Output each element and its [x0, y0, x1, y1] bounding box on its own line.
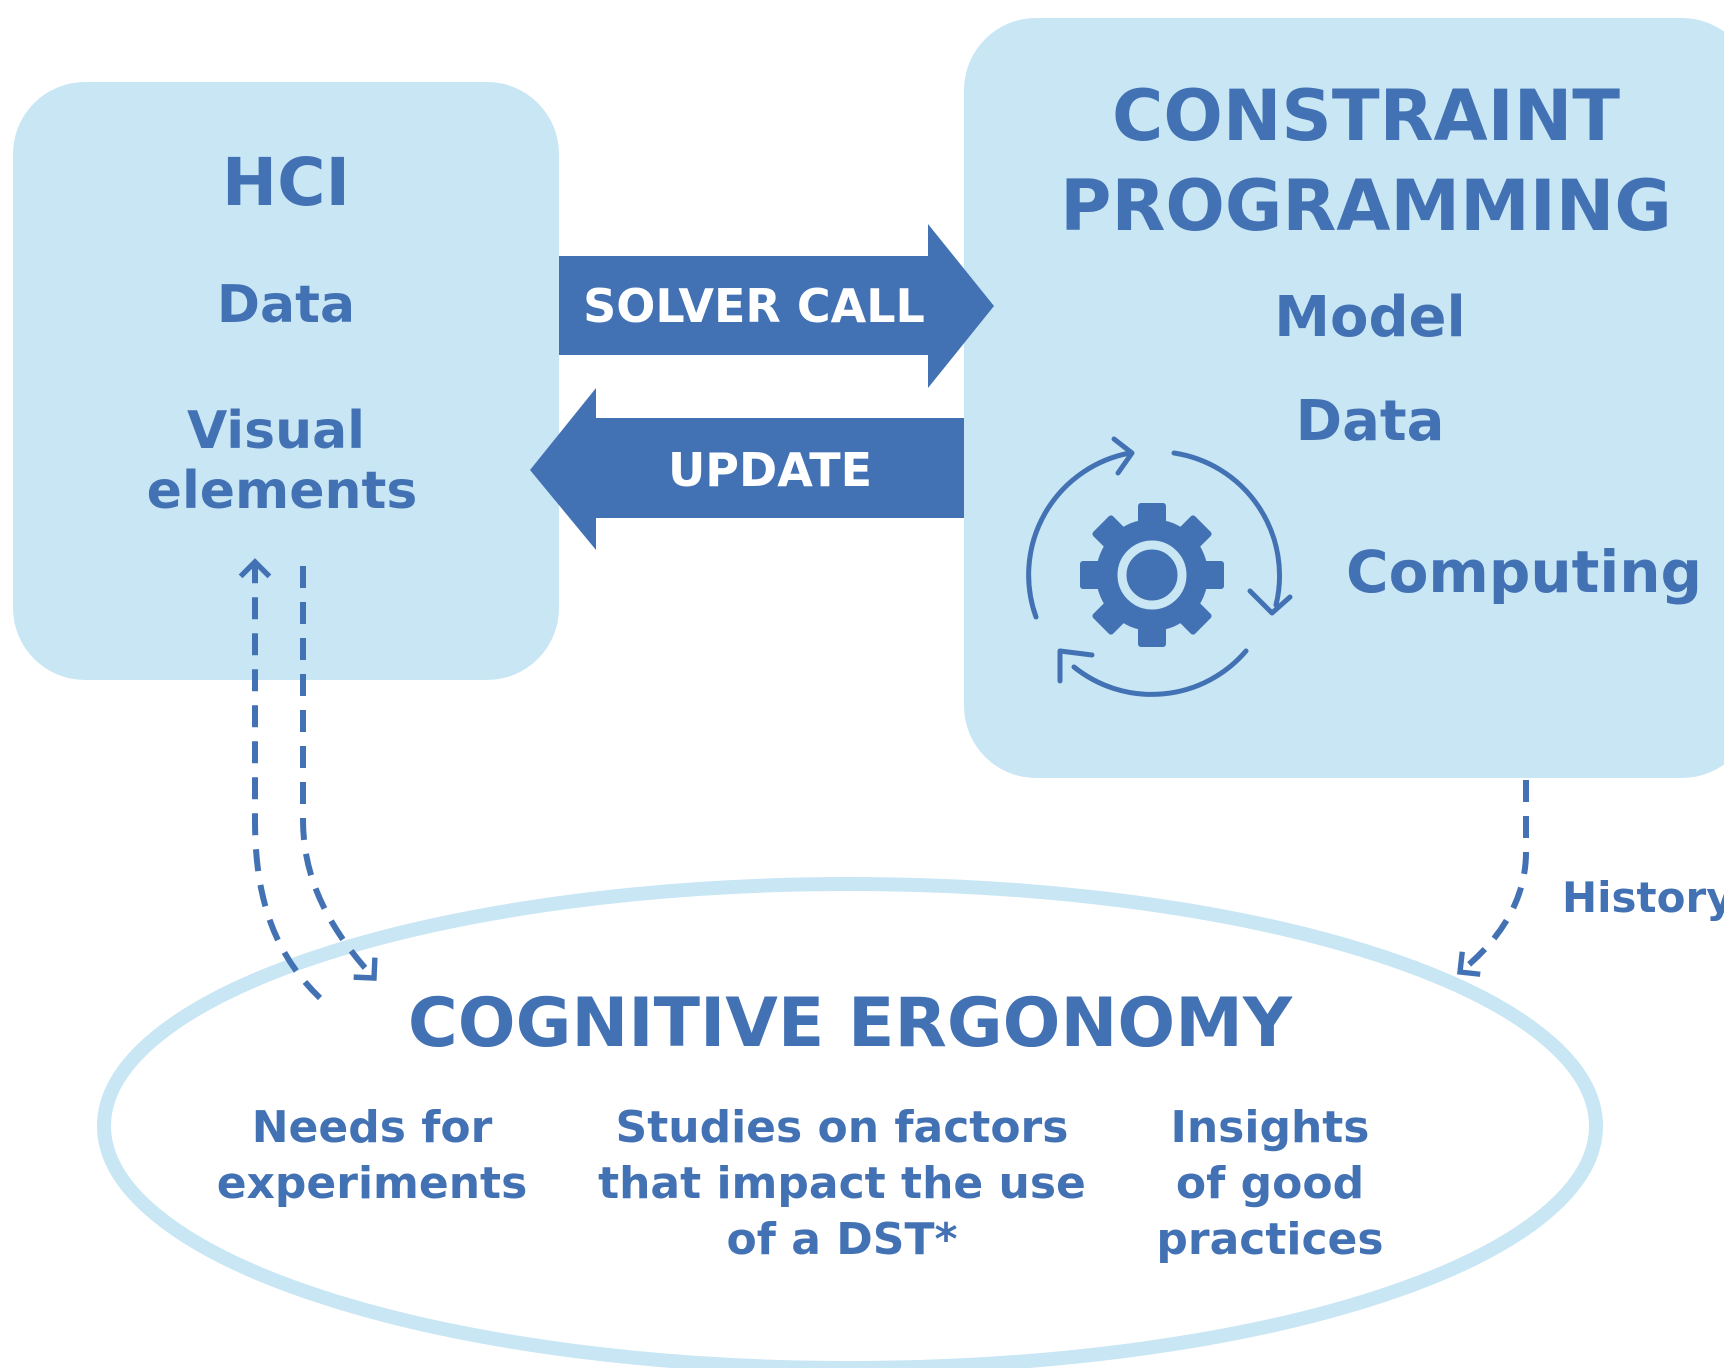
- hci-data-label: Data: [217, 275, 355, 335]
- history-arrow: [1457, 780, 1529, 977]
- needs-line1: Needs for: [252, 1102, 493, 1153]
- hci-elements-label: elements: [147, 461, 418, 521]
- history-label: History: [1562, 873, 1724, 922]
- needs-line2: experiments: [217, 1158, 528, 1209]
- update-label: UPDATE: [668, 443, 872, 497]
- studies-line2: that impact the use: [598, 1158, 1086, 1209]
- cp-model-label: Model: [1274, 285, 1465, 350]
- insights-line3: practices: [1156, 1214, 1383, 1265]
- studies-line3: of a DST*: [727, 1214, 958, 1265]
- studies-line1: Studies on factors: [616, 1102, 1069, 1153]
- cp-title-line1: CONSTRAINT: [1112, 75, 1620, 157]
- cp-computing-label: Computing: [1346, 538, 1702, 606]
- hci-box: [13, 82, 559, 680]
- update-arrow: [530, 388, 964, 550]
- cp-title-line2: PROGRAMMING: [1060, 165, 1672, 247]
- hci-visual-label: Visual: [187, 401, 365, 461]
- cp-data-label: Data: [1296, 389, 1445, 454]
- insights-line1: Insights: [1170, 1102, 1369, 1153]
- solver-call-arrow: [559, 224, 994, 388]
- hci-title: HCI: [222, 144, 350, 221]
- cycle-arrows-icon: [1026, 436, 1293, 697]
- cognitive-title: COGNITIVE ERGONOMY: [408, 984, 1293, 1063]
- insights-line2: of good: [1176, 1158, 1364, 1209]
- dashed-arrow-down: [300, 566, 378, 981]
- solver-call-label: SOLVER CALL: [583, 279, 925, 333]
- gear-cycle-icon: [1026, 436, 1293, 697]
- gear-icon: [1080, 503, 1224, 647]
- dashed-arrow-up: [238, 558, 323, 1001]
